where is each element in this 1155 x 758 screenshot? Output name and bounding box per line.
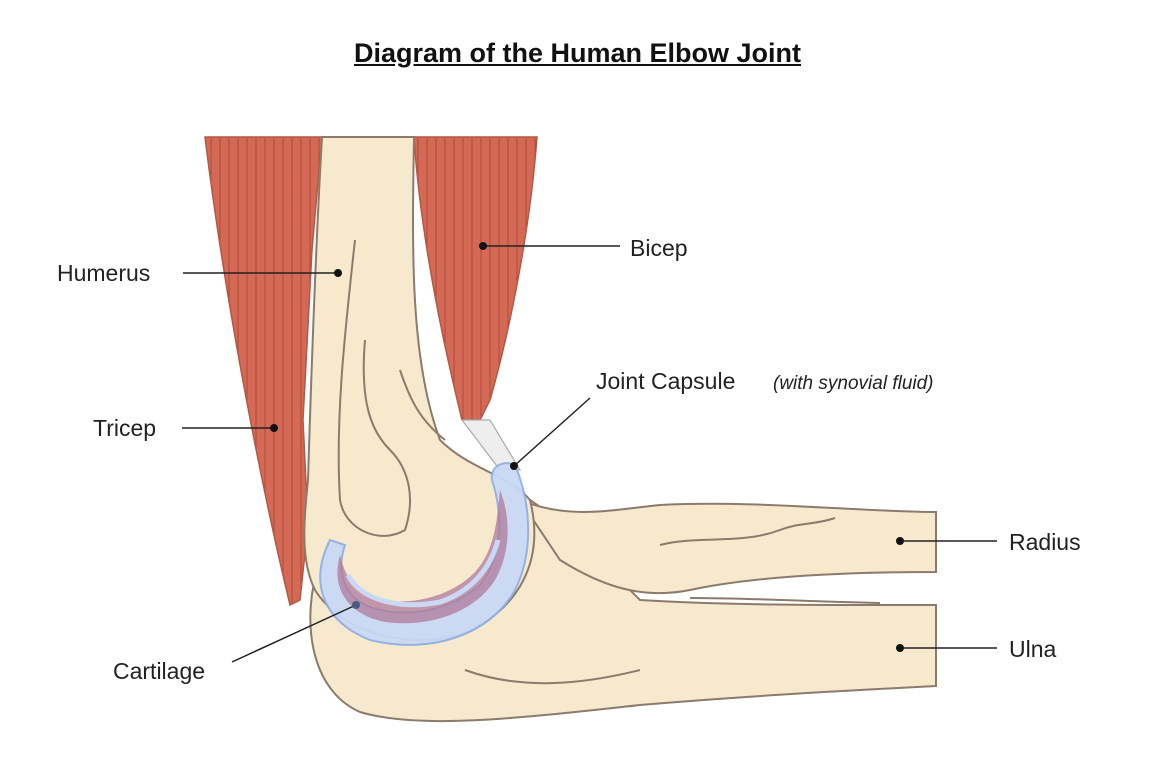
radius-contour <box>659 517 836 546</box>
label-joint-capsule: Joint Capsule <box>596 368 735 394</box>
humerus-leader <box>183 269 342 277</box>
ulna-contour <box>464 669 641 685</box>
radius-bone <box>517 497 937 595</box>
ulna-leader <box>896 644 997 652</box>
bicep-leader <box>479 242 620 250</box>
label-joint-capsule-note: (with synovial fluid) <box>773 373 934 394</box>
label-tricep: Tricep <box>93 415 156 441</box>
bicep-muscle <box>413 136 538 421</box>
diagram-title: Diagram of the Human Elbow Joint <box>353 38 802 68</box>
label-cartilage: Cartilage <box>113 658 205 684</box>
tricep-muscle <box>204 136 323 607</box>
tricep-leader <box>182 424 278 432</box>
cartilage-fluid <box>345 539 501 608</box>
label-humerus: Humerus <box>57 260 150 286</box>
label-radius: Radius <box>1009 529 1081 555</box>
radius-leader <box>896 537 997 545</box>
cartilage-leader <box>231 601 360 663</box>
humerus-contour <box>337 239 411 537</box>
humerus-contour-2 <box>399 369 446 441</box>
radius-ulna-line <box>689 597 881 604</box>
joint-capsule-leader <box>510 397 591 470</box>
label-ulna: Ulna <box>1009 636 1057 662</box>
bicep-tendon <box>460 419 522 471</box>
label-bicep: Bicep <box>630 235 688 261</box>
